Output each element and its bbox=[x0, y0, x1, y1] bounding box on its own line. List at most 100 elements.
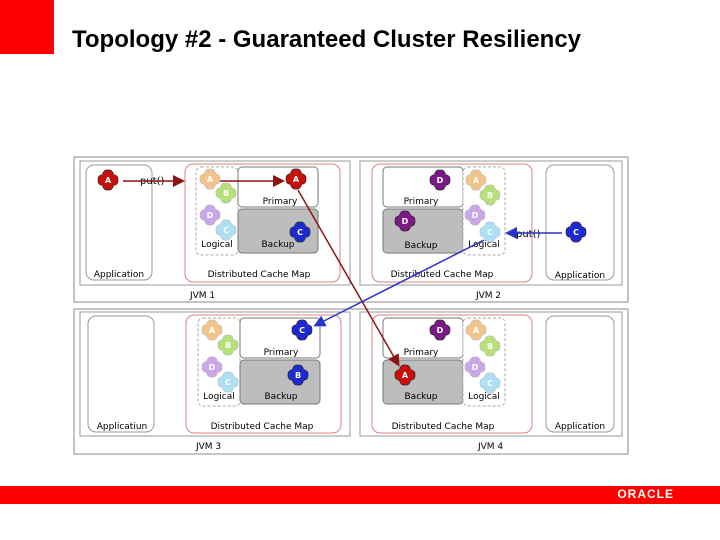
jvm-3-primary-label: Primary bbox=[264, 348, 299, 358]
entry-blob-shape bbox=[464, 356, 486, 378]
entry-node-letter: C bbox=[573, 228, 579, 237]
entry-node-letter: C bbox=[223, 226, 229, 235]
entry-node-letter: A bbox=[209, 326, 216, 335]
entry-node-d-faded: D bbox=[201, 356, 223, 378]
brand-red-square bbox=[0, 0, 54, 54]
jvm-4-application-box bbox=[545, 315, 615, 433]
jvm-2-primary-label: Primary bbox=[404, 197, 439, 207]
entry-node-letter: B bbox=[487, 191, 493, 200]
entry-node-letter: B bbox=[225, 341, 231, 350]
entry-node-letter: D bbox=[207, 211, 214, 220]
entry-node-d-solid: D bbox=[394, 210, 416, 232]
entry-node-c-faded: C bbox=[217, 371, 239, 393]
arrow-c-to-primary-jvm-3 bbox=[313, 239, 485, 327]
jvm-1-logical-label: Logical bbox=[201, 240, 233, 250]
jvm-4-logical-label: Logical bbox=[468, 392, 500, 402]
entry-node-a-faded: A bbox=[201, 319, 223, 341]
slide-title: Topology #2 - Guaranteed Cluster Resilie… bbox=[72, 26, 582, 53]
entry-node-letter: D bbox=[437, 326, 444, 335]
entry-blob-shape bbox=[287, 364, 309, 386]
jvm-4-cache-map-label: Distributed Cache Map bbox=[392, 422, 495, 432]
jvm-2-label: JVM 2 bbox=[475, 291, 501, 301]
oracle-logo: ORACLE bbox=[617, 487, 674, 501]
entry-blob-shape bbox=[199, 168, 221, 190]
jvm-2-application-box bbox=[545, 164, 615, 281]
arrow-a-primary-to-backup-jvm-4 bbox=[297, 189, 400, 367]
entry-node-letter: A bbox=[402, 371, 409, 380]
entry-node-b-faded: B bbox=[479, 184, 501, 206]
entry-blob-shape bbox=[201, 319, 223, 341]
entry-node-c-solid: C bbox=[289, 221, 311, 243]
entry-node-b-solid: B bbox=[287, 364, 309, 386]
entry-blob-shape bbox=[217, 334, 239, 356]
entry-node-letter: A bbox=[473, 176, 480, 185]
jvm-2-logical-label: Logical bbox=[468, 240, 500, 250]
entry-blob-shape bbox=[285, 168, 307, 190]
entry-node-letter: C bbox=[487, 379, 493, 388]
entry-node-d-solid: D bbox=[429, 319, 451, 341]
entry-blob-shape bbox=[465, 169, 487, 191]
jvm-3-application-box bbox=[87, 315, 155, 433]
entry-blob-shape bbox=[289, 221, 311, 243]
entry-node-letter: D bbox=[437, 176, 444, 185]
jvm-3-label: JVM 3 bbox=[195, 442, 221, 452]
entry-node-b-faded: B bbox=[215, 182, 237, 204]
entry-node-letter: D bbox=[209, 363, 216, 372]
entry-node-c-solid: C bbox=[565, 221, 587, 243]
entry-blob-shape bbox=[565, 221, 587, 243]
jvm-1-application-label: Application bbox=[94, 270, 144, 280]
entry-blob-shape bbox=[429, 169, 451, 191]
put-label-jvm-2: put() bbox=[516, 229, 541, 240]
entry-node-b-faded: B bbox=[479, 335, 501, 357]
entry-node-letter: A bbox=[207, 175, 214, 184]
entry-node-letter: A bbox=[473, 326, 480, 335]
entry-node-d-faded: D bbox=[464, 204, 486, 226]
entry-node-letter: C bbox=[297, 228, 303, 237]
jvm-1-primary-label: Primary bbox=[263, 197, 298, 207]
entry-blob-shape bbox=[479, 184, 501, 206]
entry-node-letter: C bbox=[225, 378, 231, 387]
entry-node-letter: C bbox=[487, 228, 493, 237]
jvm-1-label: JVM 1 bbox=[189, 291, 215, 301]
jvm-2-backup-label: Backup bbox=[405, 241, 438, 251]
jvm-1-cache-map-label: Distributed Cache Map bbox=[208, 270, 311, 280]
entry-node-d-faded: D bbox=[464, 356, 486, 378]
entry-node-a-faded: A bbox=[199, 168, 221, 190]
entry-blob-shape bbox=[479, 221, 501, 243]
entry-blob-shape bbox=[97, 169, 119, 191]
jvm-4-label: JVM 4 bbox=[477, 442, 503, 452]
entry-node-d-faded: D bbox=[199, 204, 221, 226]
entry-blob-shape bbox=[394, 210, 416, 232]
jvm-3-logical-label: Logical bbox=[203, 392, 235, 402]
entry-node-letter: A bbox=[293, 175, 300, 184]
entry-blob-shape bbox=[217, 371, 239, 393]
entry-node-letter: C bbox=[299, 326, 305, 335]
entry-node-a-faded: A bbox=[465, 319, 487, 341]
entry-blob-shape bbox=[464, 204, 486, 226]
entry-node-c-solid: C bbox=[291, 319, 313, 341]
entry-blob-shape bbox=[465, 319, 487, 341]
jvm-4-primary-label: Primary bbox=[404, 348, 439, 358]
jvm-3-application-label: Applicatiun bbox=[97, 422, 147, 432]
entry-node-letter: A bbox=[105, 176, 112, 185]
jvm-4-backup-label: Backup bbox=[405, 392, 438, 402]
entry-node-c-faded: C bbox=[479, 372, 501, 394]
entry-node-letter: D bbox=[472, 211, 479, 220]
entry-node-a-solid: A bbox=[285, 168, 307, 190]
entry-node-letter: B bbox=[223, 189, 229, 198]
entry-node-a-solid: A bbox=[394, 364, 416, 386]
entry-blob-shape bbox=[199, 204, 221, 226]
entry-node-d-solid: D bbox=[429, 169, 451, 191]
entry-blob-shape bbox=[215, 182, 237, 204]
entry-blob-shape bbox=[429, 319, 451, 341]
entry-blob-shape bbox=[394, 364, 416, 386]
entry-node-b-faded: B bbox=[217, 334, 239, 356]
entry-blob-shape bbox=[479, 335, 501, 357]
entry-node-letter: D bbox=[402, 217, 409, 226]
entry-node-letter: D bbox=[472, 363, 479, 372]
jvm-2-application-label: Application bbox=[555, 271, 605, 281]
jvm-2-cache-map-label: Distributed Cache Map bbox=[391, 270, 494, 280]
entry-blob-shape bbox=[215, 219, 237, 241]
